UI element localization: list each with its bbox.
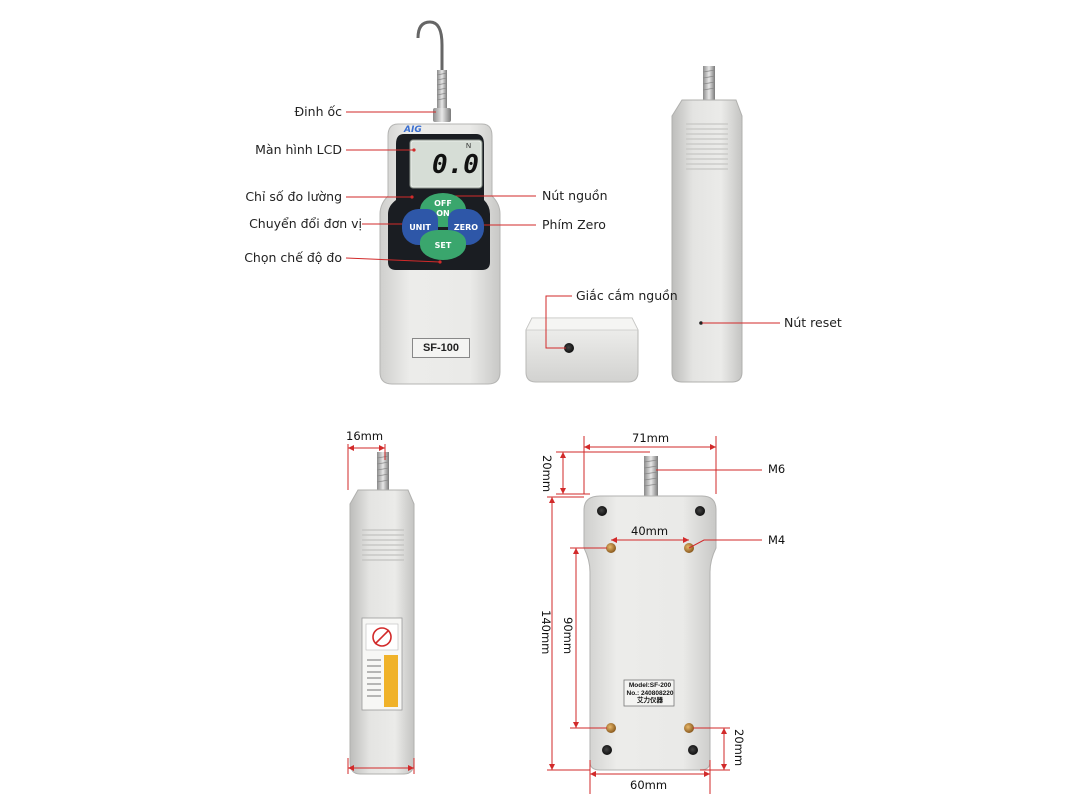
dim-bottom-gap: 20mm	[732, 729, 746, 767]
threaded-rod	[437, 70, 447, 110]
back-view-device	[583, 456, 717, 771]
dim-side-width: 16mm	[346, 429, 384, 443]
nameplate-model: Model:SF-200	[628, 682, 672, 689]
lcd-reading: 0.0	[432, 150, 479, 180]
label-chuyen-doi-don-vi: Chuyển đổi đơn vị	[249, 216, 362, 231]
lcd-screen	[409, 139, 483, 189]
dim-hook-height: 20mm	[540, 455, 554, 493]
side-view-device	[349, 452, 415, 775]
model-badge: SF-100	[412, 338, 470, 358]
hook	[416, 20, 444, 95]
nameplate-text: Model:SF-200 No.: 240808220 艾力仪器	[626, 682, 674, 705]
dim-bottom-width: 60mm	[630, 778, 668, 792]
label-chon-che-do-do: Chọn chế độ đo	[244, 250, 342, 265]
nameplate-number: No.: 240808220	[626, 689, 674, 697]
set-key-label: SET	[434, 241, 452, 250]
dim-top-width: 71mm	[632, 431, 670, 445]
nameplate-chinese: 艾力仪器	[637, 697, 663, 704]
set-key[interactable]: SET	[420, 230, 466, 260]
brand-logo: AIG	[404, 125, 422, 135]
label-nut-nguon: Nút nguồn	[542, 188, 608, 203]
dim-total-height: 140mm	[539, 610, 553, 655]
label-nut-reset: Nút reset	[784, 315, 842, 330]
reset-hole	[699, 321, 703, 325]
dimension-lines-side	[347, 444, 415, 774]
dim-hole-spacing: 40mm	[631, 524, 669, 538]
zero-key-label: ZERO	[453, 223, 479, 232]
dim-hole-height: 90mm	[561, 617, 575, 655]
label-giac-cam-nguon: Giắc cắm nguồn	[576, 288, 678, 303]
lcd-unit: N	[466, 143, 472, 150]
side-cap	[525, 317, 639, 383]
side-device	[671, 66, 743, 383]
label-man-hinh-lcd: Màn hình LCD	[255, 142, 342, 157]
dim-thread-m4: M4	[768, 533, 786, 547]
power-jack	[564, 343, 574, 353]
power-key-off-label: OFF	[434, 199, 452, 208]
nameplate	[623, 679, 675, 707]
label-chi-so-do-luong: Chỉ số đo lường	[245, 189, 342, 204]
dimension-lines-back	[547, 436, 762, 794]
unit-key-label: UNIT	[409, 223, 431, 232]
side-leaders	[545, 295, 780, 349]
label-dinh-oc: Đinh ốc	[294, 104, 343, 119]
m4-insert	[606, 543, 616, 553]
power-key-on-label: ON	[436, 209, 450, 218]
dim-thread-m6: M6	[768, 462, 786, 476]
label-phim-zero: Phím Zero	[542, 217, 606, 232]
